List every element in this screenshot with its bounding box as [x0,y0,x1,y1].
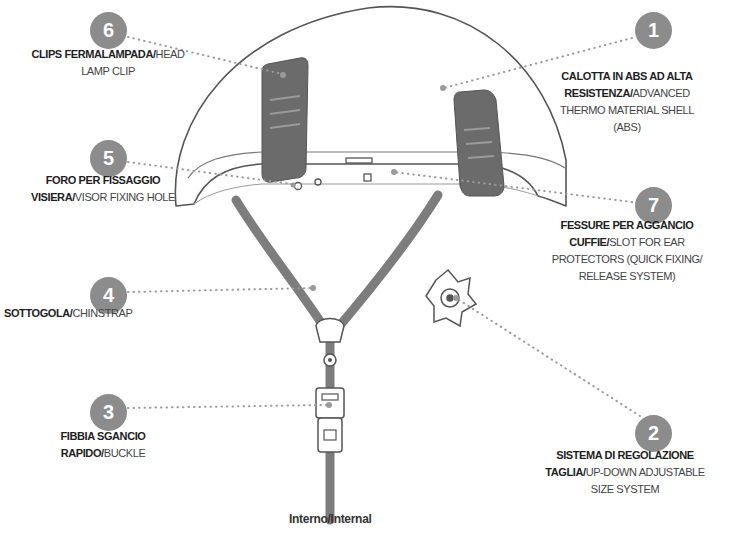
callout-circle: 5FORO PER FISSAGGIO VISIERA/VISOR FIXING… [90,140,127,177]
part-label: FESSURE PER AGGANCIO CUFFIE/SLOT FOR EAR… [547,217,707,285]
callout-circle: 3FIBBIA SGANCIO RAPIDO/BUCKLE [90,394,127,431]
buckle-drawing [316,388,344,452]
visor-hole [295,179,322,190]
part-name-en: VISOR FIXING HOLE [75,191,175,203]
clip-ribs [270,96,494,158]
part-label: CALOTTA IN ABS AD ALTA RESISTENZA/ADVANC… [547,68,707,136]
part-label: CLIPS FERMALAMPADA/HEAD LAMP CLIP [18,46,198,80]
part-label: SOTTOGOLA/CHINSTRAP [4,305,174,322]
callout-number: 1 [635,12,672,49]
callout-circle: 4SOTTOGOLA/CHINSTRAP [90,277,127,314]
callout-number: 7 [635,187,672,224]
part-name-it: SOTTOGOLA/ [4,307,73,319]
strap-junction [316,319,344,367]
helmet-shell [175,7,566,206]
part-name-en: CHINSTRAP [73,307,133,319]
callout-number: 2 [635,415,672,452]
callout-circle: 2SISTEMA DI REGOLAZIONE TAGLIA/UP-DOWN A… [635,415,672,452]
callout-circle: 6CLIPS FERMALAMPADA/HEAD LAMP CLIP [90,12,127,49]
part-label: SISTEMA DI REGOLAZIONE TAGLIA/UP-DOWN AD… [543,447,707,498]
leader-dots [280,72,459,408]
part-name-en: UP-DOWN ADJUSTABLE SIZE SYSTEM [586,466,705,495]
callout-number: 6 [90,12,127,49]
chinstrap-drawing [236,195,438,520]
callout-circle: 7FESSURE PER AGGANCIO CUFFIE/SLOT FOR EA… [635,187,672,224]
size-adjuster [426,270,476,326]
callout-circle: 1CALOTTA IN ABS AD ALTA RESISTENZA/ADVAN… [635,12,672,49]
part-name-en: BUCKLE [104,447,146,459]
head-lamp-clip [262,58,504,196]
part-name-it: CLIPS FERMALAMPADA/ [31,48,155,60]
callout-number: 5 [90,140,127,177]
part-label: FORO PER FISSAGGIO VISIERA/VISOR FIXING … [18,172,188,206]
view-label: Interno/Internal [289,512,372,526]
shell-band [188,152,565,178]
callout-number: 3 [90,394,127,431]
ear-protector-slot [346,158,372,181]
part-label: FIBBIA SGANCIO RAPIDO/BUCKLE [18,428,188,462]
